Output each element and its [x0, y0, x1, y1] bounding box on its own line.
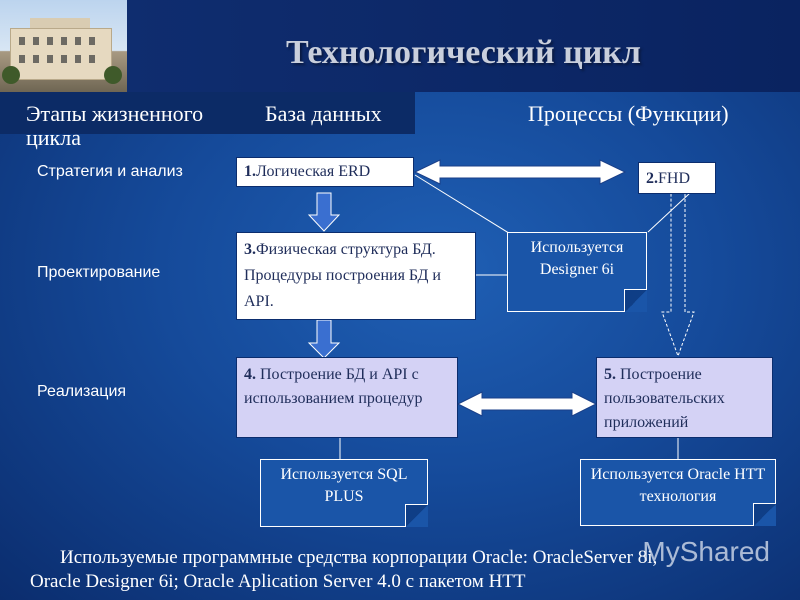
box-logical-erd: 1.Логическая ERD [236, 157, 414, 187]
header-processes: Процессы (Функции) [528, 101, 729, 126]
box-text: Логическая ERD [256, 163, 371, 180]
footer-line-2: Oracle Designer 6i; Oracle Aplication Se… [30, 571, 526, 592]
stage-design: Проектирование [37, 264, 161, 281]
header-database: База данных [265, 101, 382, 126]
note-oracle-htt: Используется Oracle HTT технология [580, 459, 776, 526]
box-number: 5. [604, 366, 616, 383]
note-sqlplus: Используется SQL PLUS [260, 459, 428, 527]
box-number: 2. [646, 170, 658, 187]
double-arrow-erd-fhd [413, 159, 627, 185]
box-number: 4. [244, 366, 256, 383]
note-text: Используется SQL PLUS [280, 466, 408, 505]
down-arrow-b3-b4 [307, 319, 341, 359]
note-designer: Используется Designer 6i [507, 232, 647, 312]
page-fold-icon [405, 504, 428, 527]
header-band [0, 92, 415, 134]
page-fold-icon [753, 503, 776, 526]
box-fhd: 2.FHD [638, 162, 716, 194]
box-build-user-apps: 5. Построение пользовательских приложени… [596, 357, 773, 438]
building-photo [0, 0, 127, 92]
box-number: 3. [244, 241, 256, 258]
box-number: 1. [244, 163, 256, 180]
down-arrow-b1-b3 [307, 192, 341, 232]
box-text: Построение пользовательских приложений [604, 366, 725, 431]
watermark: MyShared [642, 536, 770, 567]
dashed-arrow-fhd-b5 [661, 192, 695, 358]
header-stages: Этапы жизненного цикла [26, 101, 204, 150]
box-build-db-api: 4. Построение БД и API с использованием … [236, 357, 458, 438]
footer-line-1: Используемые программные средства корпор… [60, 547, 658, 568]
connector-erd-designer [414, 174, 513, 236]
box-text: FHD [658, 170, 691, 187]
note-text: Используется Oracle HTT технология [590, 466, 766, 505]
box-physical-structure: 3.Физическая структура БД. Процедуры пос… [236, 232, 476, 320]
page-title: Технологический цикл [286, 34, 641, 71]
double-arrow-b4-b5 [456, 391, 598, 417]
note-text: Используется Designer 6i [530, 239, 624, 278]
stage-strategy: Стратегия и анализ [37, 163, 183, 180]
stage-implementation: Реализация [37, 383, 127, 400]
box-text: Построение БД и API с использованием про… [244, 366, 423, 407]
connector-fhd-designer [647, 192, 691, 233]
page-fold-icon [624, 289, 647, 312]
title-bar [127, 0, 800, 92]
box-text: Физическая структура БД. Процедуры постр… [244, 241, 441, 310]
